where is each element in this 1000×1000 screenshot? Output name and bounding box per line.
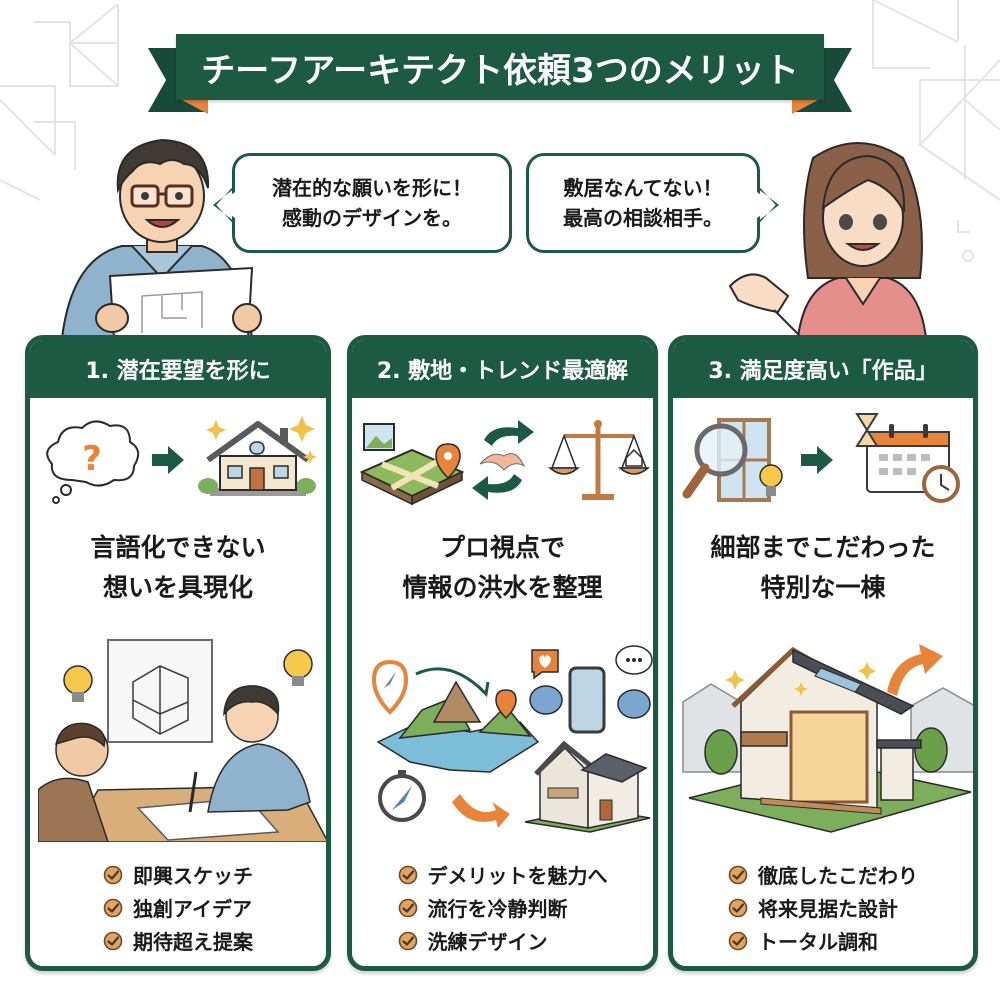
card-header: 1. 潜在要望を形に (30, 340, 326, 398)
terrain-social-house-illustration (371, 645, 653, 833)
check-circle-icon (103, 898, 123, 918)
architect-sketching-illustration (38, 639, 326, 842)
check-item: 独創アイデア (103, 891, 253, 924)
check-item: 即興スケッチ (103, 858, 253, 891)
architect-speech-bubble: 潜在的な願いを形に！ 感動のデザインを。 (213, 153, 512, 253)
architect-figure (188, 685, 311, 813)
headline-line-2: 特別な一棟 (760, 573, 886, 602)
check-item: デメリットを魅力へ (398, 858, 608, 891)
check-circle-icon (728, 931, 748, 951)
card-headline: 言語化できない 想いを具現化 (30, 528, 326, 608)
card-icon-row: ? (46, 416, 317, 504)
check-item-label: 期待超え提案 (133, 930, 253, 954)
arrow-right-icon (152, 446, 184, 474)
client-character-illustration (728, 142, 928, 338)
bubble-line-2: 最高の相談相手。 (563, 206, 723, 230)
check-item: 流行を冷静判断 (398, 891, 608, 924)
headline-line-2: 情報の洪水を整理 (402, 573, 603, 602)
check-circle-icon (728, 865, 748, 885)
site-map-pin-icon (359, 423, 465, 506)
headline-line-1: プロ視点で (439, 533, 565, 562)
check-item-label: 将来見据た設計 (758, 897, 898, 921)
check-item: 期待超え提案 (103, 924, 253, 957)
card-icon-row (359, 420, 651, 506)
social-media-phone-icon (529, 645, 653, 734)
magnifier-window-bulb-icon (682, 418, 783, 502)
check-circle-icon (728, 898, 748, 918)
compass-icon (378, 770, 426, 822)
check-list: 徹底したこだわり 将来見据た設計 トータル調和 (673, 858, 973, 957)
terrain-map-icon (376, 680, 540, 773)
headline-line-1: 言語化できない (90, 533, 266, 562)
page-title: チーフアーキテクト依頼3つのメリット (201, 50, 799, 91)
title-ribbon: チーフアーキテクト依頼3つのメリット (148, 34, 852, 114)
ribbon-band: チーフアーキテクト依頼3つのメリット (176, 34, 824, 100)
custom-wooden-house-illustration (682, 644, 973, 833)
check-item: 徹底したこだわり (728, 858, 918, 891)
curved-arrow-icon (452, 794, 510, 828)
card-header: 3. 満足度高い「作品」 (673, 340, 973, 398)
merit-card-3: 3. 満足度高い「作品」 細部までこだわった 特別な一棟 (668, 335, 978, 971)
check-list: 即興スケッチ 独創アイデア 期待超え提案 (30, 858, 326, 957)
check-circle-icon (398, 898, 418, 918)
upward-arrow-icon (887, 644, 943, 696)
thought-cloud-question-icon: ? (46, 420, 140, 504)
check-item-label: 独創アイデア (133, 897, 252, 921)
bubble-line-1: 潜在的な願いを形に！ (272, 176, 472, 200)
check-item-label: デメリットを魅力へ (427, 864, 608, 888)
sparkling-house-icon (198, 416, 317, 496)
bubble-line-2: 感動のデザインを。 (282, 206, 462, 230)
check-circle-icon (398, 865, 418, 885)
arrow-right-icon (801, 446, 833, 474)
check-item-label: 流行を冷静判断 (427, 897, 568, 921)
check-item: トータル調和 (728, 924, 918, 957)
merit-card-2: 2. 敷地・トレンド最適解 プロ視 (347, 335, 658, 971)
card-headline: プロ視点で 情報の洪水を整理 (352, 528, 653, 608)
card-header: 2. 敷地・トレンド最適解 (352, 340, 653, 398)
check-circle-icon (103, 865, 123, 885)
check-item: 将来見据た設計 (728, 891, 918, 924)
hourglass-calendar-clock-icon (855, 413, 960, 503)
check-item-label: 洗練デザイン (427, 930, 548, 954)
check-circle-icon (103, 931, 123, 951)
compass-pin-icon (371, 659, 409, 715)
modern-house-icon (524, 740, 651, 833)
balance-scale-house-icon (547, 420, 651, 500)
card-icon-row (682, 413, 960, 503)
client-speech-bubble: 敷居なんてない！ 最高の相談相手。 (526, 153, 779, 253)
check-item-label: トータル調和 (758, 930, 878, 954)
card-headline: 細部までこだわった 特別な一棟 (673, 528, 973, 608)
check-item-label: 徹底したこだわり (758, 864, 918, 888)
lightbulb-icon (283, 649, 313, 686)
client-figure (38, 722, 109, 842)
check-item: 洗練デザイン (398, 924, 608, 957)
svg-text:?: ? (82, 439, 102, 479)
architect-character-illustration (60, 138, 262, 338)
check-circle-icon (398, 931, 418, 951)
exchange-arrows-icon (472, 420, 534, 500)
merit-card-1: 1. 潜在要望を形に ? 言語化できない 想いを具現化 (25, 335, 331, 971)
bubble-line-1: 敷居なんてない！ (563, 176, 723, 200)
headline-line-1: 細部までこだわった (710, 533, 936, 562)
check-list: デメリットを魅力へ 流行を冷静判断 洗練デザイン (352, 858, 653, 957)
check-item-label: 即興スケッチ (133, 864, 253, 888)
headline-line-2: 想いを具現化 (102, 573, 253, 602)
lightbulb-icon (63, 665, 93, 702)
